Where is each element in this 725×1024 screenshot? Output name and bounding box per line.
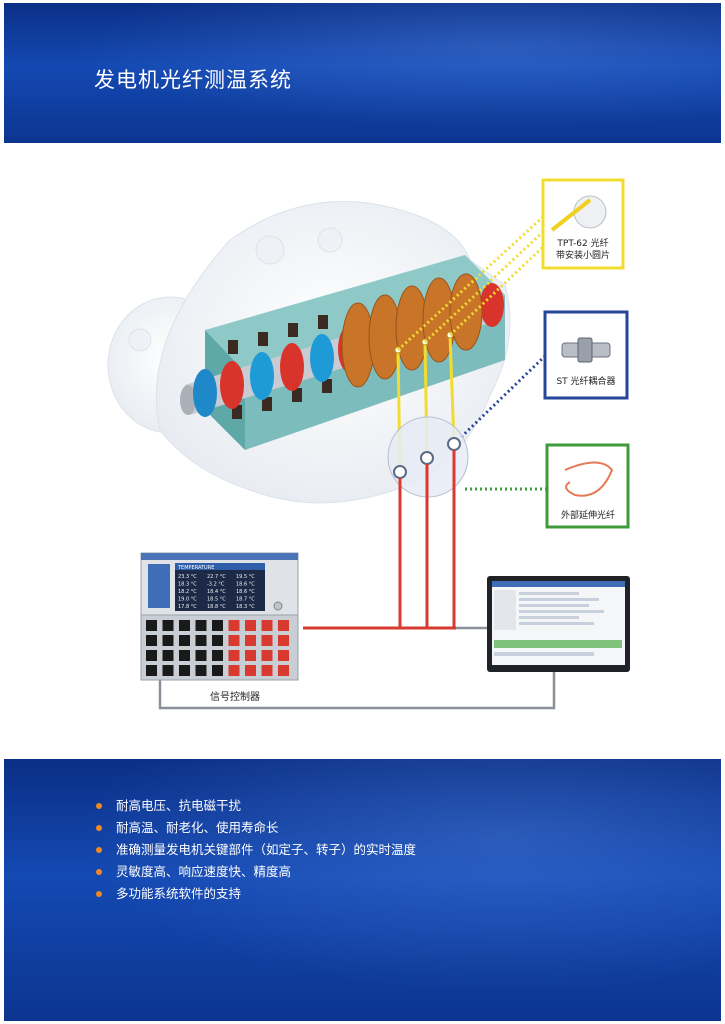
callout-leaders <box>396 213 547 491</box>
feature-item: 灵敏度高、响应速度快、精度高 <box>96 861 416 883</box>
controller-reading: -3.2 °C <box>207 582 225 588</box>
controller-ports <box>146 620 289 676</box>
terminal-port <box>179 620 190 631</box>
bullet-icon <box>96 847 102 853</box>
terminal-port <box>261 650 273 661</box>
coupler-label: ST 光纤耦合器 <box>556 375 615 387</box>
controller-reading: 22.7 °C <box>207 574 226 580</box>
terminal-port <box>195 665 207 676</box>
terminal-port <box>228 650 240 661</box>
signal-controller: TEMPERATURE 23.3 °C 22.7 °C 19.5 °C 18.3 °C… <box>140 552 299 681</box>
controller-brand: TEMPERATURE <box>177 565 214 571</box>
stator-slots <box>228 315 332 419</box>
bullet-icon <box>96 803 102 809</box>
terminal-port <box>228 665 240 676</box>
terminal-port <box>228 620 240 631</box>
system-diagram: TPT-62 光纤 带安装小圆片 ST 光纤耦合器 外部延伸光纤 TEMPERA… <box>107 178 630 710</box>
terminal-port <box>162 650 174 661</box>
controller-reading: 19.0 °C <box>178 597 197 603</box>
stator-windings <box>341 273 483 388</box>
terminal-port <box>212 635 223 646</box>
terminal-port <box>195 650 207 661</box>
terminal-port <box>146 620 157 631</box>
page-title: 发电机光纤测温系统 <box>94 68 292 92</box>
terminal-port <box>245 635 256 646</box>
terminal-port <box>212 620 223 631</box>
controller-reading: 23.3 °C <box>178 574 197 580</box>
extension-callout: 外部延伸光纤 <box>545 443 630 529</box>
terminal-port <box>278 650 289 661</box>
probe-label-line2: 带安装小圆片 <box>556 249 610 261</box>
controller-reading: 18.8 °C <box>207 604 226 610</box>
controller-reading: 18.6 °C <box>236 582 255 588</box>
feature-list: 耐高电压、抗电磁干扰 耐高温、耐老化、使用寿命长 准确测量发电机关键部件（如定子… <box>96 795 416 905</box>
probe-sensor-points <box>394 331 454 354</box>
controller-reading: 18.7 °C <box>236 597 255 603</box>
terminal-port <box>245 620 256 631</box>
coupler-callout: ST 光纤耦合器 <box>543 310 629 400</box>
controller-reading: 18.4 °C <box>207 589 226 595</box>
bullet-icon <box>96 869 102 875</box>
bullet-icon <box>96 891 102 897</box>
bullet-icon <box>96 825 102 831</box>
feature-item: 耐高电压、抗电磁干扰 <box>96 795 416 817</box>
terminal-port <box>212 665 223 676</box>
terminal-port <box>146 665 157 676</box>
terminal-port <box>261 635 273 646</box>
terminal-port <box>179 635 190 646</box>
terminal-port <box>162 635 174 646</box>
feature-item: 准确测量发电机关键部件（如定子、转子）的实时温度 <box>96 839 416 861</box>
controller-reading: 17.8 °C <box>178 604 197 610</box>
terminal-port <box>278 635 289 646</box>
feature-item: 耐高温、耐老化、使用寿命长 <box>96 817 416 839</box>
terminal-port <box>162 620 174 631</box>
terminal-port <box>261 620 273 631</box>
feature-item: 多功能系统软件的支持 <box>96 883 416 905</box>
features-banner <box>4 759 721 1021</box>
coupler-zoom <box>387 416 469 498</box>
terminal-port <box>245 665 256 676</box>
probe-label-line1: TPT-62 光纤 <box>556 237 608 249</box>
terminal-port <box>212 650 223 661</box>
signal-cables <box>158 626 556 710</box>
controller-readings: 23.3 °C 22.7 °C 19.5 °C 18.3 °C -3.2 °C 18.6 … <box>178 574 255 610</box>
controller-reading: 18.3 °C <box>236 604 255 610</box>
extension-fibers <box>303 450 456 630</box>
terminal-port <box>278 665 289 676</box>
terminal-port <box>146 650 157 661</box>
extension-label: 外部延伸光纤 <box>561 509 615 521</box>
controller-reading: 19.5 °C <box>236 574 255 580</box>
header-banner <box>4 3 721 143</box>
terminal-port <box>146 635 157 646</box>
terminal-port <box>195 635 207 646</box>
controller-label: 信号控制器 <box>210 690 260 703</box>
terminal-port <box>195 620 207 631</box>
terminal-port <box>179 665 190 676</box>
terminal-port <box>162 665 174 676</box>
controller-reading: 18.3 °C <box>178 582 197 588</box>
terminal-port <box>245 650 256 661</box>
controller-reading: 18.6 °C <box>236 589 255 595</box>
terminal-port <box>278 620 289 631</box>
terminal-port <box>261 665 273 676</box>
terminal-port <box>228 635 240 646</box>
monitor <box>487 576 630 672</box>
probe-callout: TPT-62 光纤 带安装小圆片 <box>541 178 625 270</box>
controller-reading: 18.2 °C <box>178 589 197 595</box>
controller-reading: 18.5 °C <box>207 597 226 603</box>
terminal-port <box>179 650 190 661</box>
